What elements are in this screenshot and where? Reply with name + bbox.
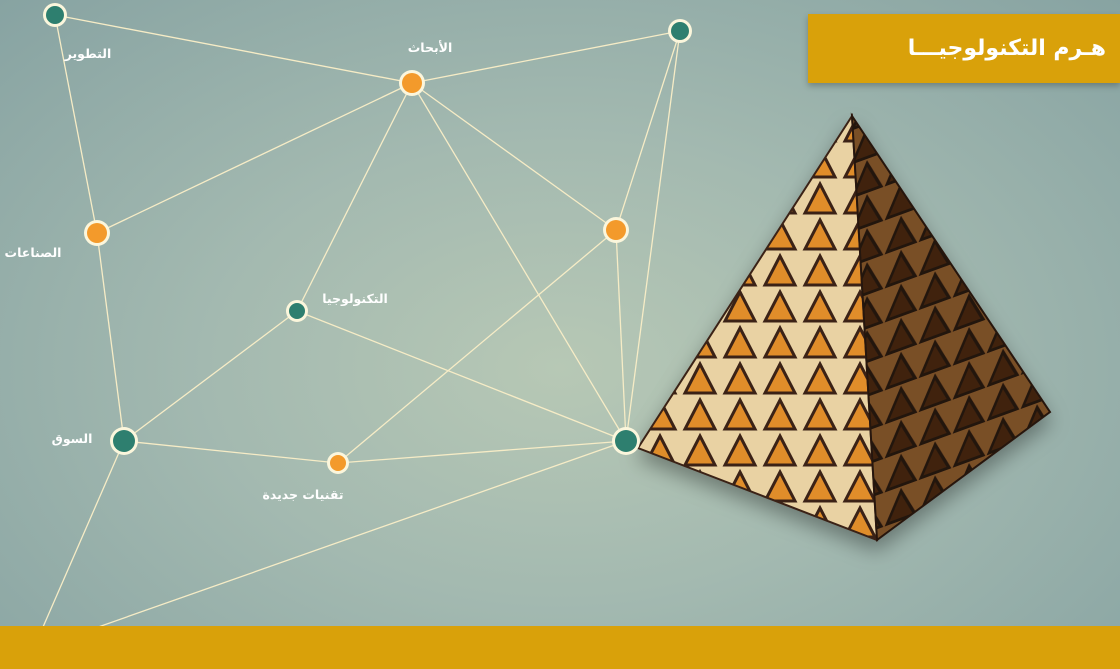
labels-layer: التطوير الأبحاث الصناعات التكنولوجيا السوق تق… xyxy=(5,40,453,502)
edge-n10-n11 xyxy=(32,440,627,651)
edge-n6-n9 xyxy=(337,229,617,464)
node-n1 xyxy=(43,3,67,27)
edge-n4-n5 xyxy=(96,82,413,234)
node-n5 xyxy=(84,220,110,246)
orange-node-core xyxy=(330,455,346,471)
node-n10 xyxy=(612,427,640,455)
node-label-n4: الأبحاث xyxy=(408,40,453,55)
edge-n9-n10 xyxy=(337,440,627,464)
node-label-n9: تقنيات جديدة xyxy=(262,487,343,502)
edges-layer xyxy=(32,14,681,651)
node-label-n3: التطوير xyxy=(64,46,112,61)
edge-n4-n7 xyxy=(296,82,413,312)
edge-n1-n5 xyxy=(54,14,98,234)
orange-node-core xyxy=(402,73,422,93)
nodes-layer xyxy=(20,3,692,663)
node-label-n7: التكنولوجيا xyxy=(322,291,388,306)
edge-n6-n10 xyxy=(615,229,627,442)
edge-n2-n4 xyxy=(411,30,681,84)
teal-node-core xyxy=(289,303,305,319)
bottom-banner xyxy=(0,626,1120,669)
node-label-n5: الصناعات xyxy=(5,245,62,260)
node-n6 xyxy=(603,217,629,243)
node-n4 xyxy=(399,70,425,96)
edge-n2-n10 xyxy=(625,30,681,442)
node-n7 xyxy=(286,300,308,322)
edge-n4-n10 xyxy=(411,82,627,442)
node-label-n8: السوق xyxy=(52,431,93,446)
orange-node-core xyxy=(87,223,107,243)
page-title: هـرم التكنولوجيـــا xyxy=(907,36,1106,61)
title-banner: هـرم التكنولوجيـــا xyxy=(808,14,1120,83)
edge-n2-n6 xyxy=(615,30,681,231)
node-n2 xyxy=(668,19,692,43)
teal-node-core xyxy=(113,430,135,452)
teal-node-core xyxy=(46,6,64,24)
teal-node-core xyxy=(615,430,637,452)
node-n8 xyxy=(110,427,138,455)
node-n9 xyxy=(327,452,349,474)
orange-node-core xyxy=(606,220,626,240)
edge-n8-n11 xyxy=(32,440,125,651)
edge-n4-n6 xyxy=(411,82,617,231)
edge-n1-n4 xyxy=(54,14,413,84)
edge-n7-n10 xyxy=(296,310,627,442)
teal-node-core xyxy=(671,22,689,40)
edge-n7-n8 xyxy=(123,310,298,442)
edge-n8-n9 xyxy=(123,440,339,464)
pyramid-illustration xyxy=(636,112,1052,542)
edge-n5-n8 xyxy=(96,232,125,442)
